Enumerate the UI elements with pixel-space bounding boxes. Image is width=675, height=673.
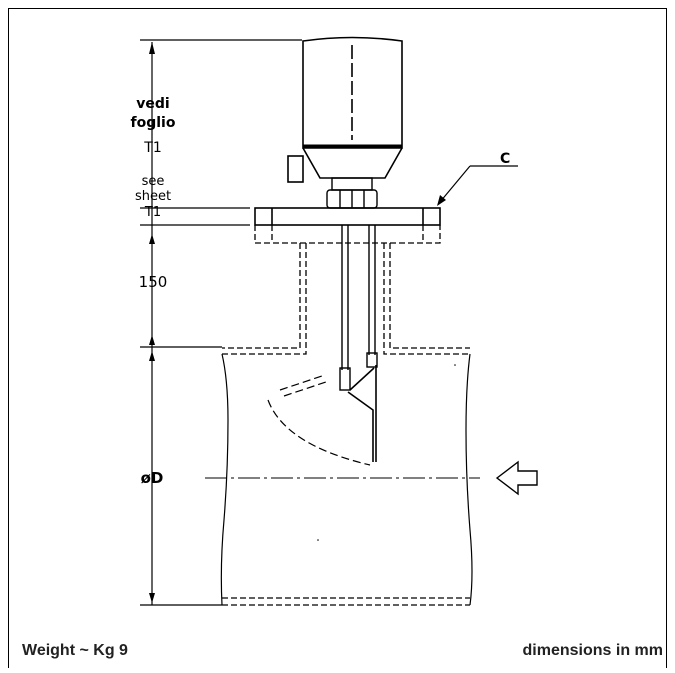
drawing-dots — [317, 364, 456, 541]
counter-flange — [222, 225, 470, 355]
dim-label-t1-en: T1 — [144, 205, 161, 220]
callout-c-arrowhead — [437, 195, 446, 206]
paddle-vane — [347, 365, 377, 462]
sensor-stem — [339, 225, 378, 391]
pipe-walls — [220, 353, 473, 606]
flow-direction-arrow — [495, 460, 538, 496]
dimension-arrows — [149, 42, 155, 603]
paddle-swing — [267, 374, 371, 466]
callout-c — [439, 165, 518, 203]
units-label: dimensions in mm — [522, 642, 663, 659]
dim-label-vedi: vedi — [136, 96, 169, 112]
dim-label-foglio: foglio — [131, 115, 176, 131]
pipe-bottom — [222, 597, 470, 606]
dim-label-sheet: sheet — [135, 189, 171, 204]
instrument-head — [287, 36, 403, 183]
drawing-frame — [8, 8, 667, 668]
callout-c-label: C — [500, 151, 510, 167]
dim-label-see: see — [142, 174, 165, 189]
weight-label: Weight ~ Kg 9 — [22, 642, 128, 659]
dimension-line-left — [140, 39, 302, 606]
mounting-flange — [254, 207, 441, 226]
dim-label-t1-it: T1 — [143, 140, 161, 156]
dim-label-diameter: øD — [141, 469, 164, 487]
fitting-nut — [326, 177, 378, 209]
dim-label-150: 150 — [139, 273, 168, 291]
